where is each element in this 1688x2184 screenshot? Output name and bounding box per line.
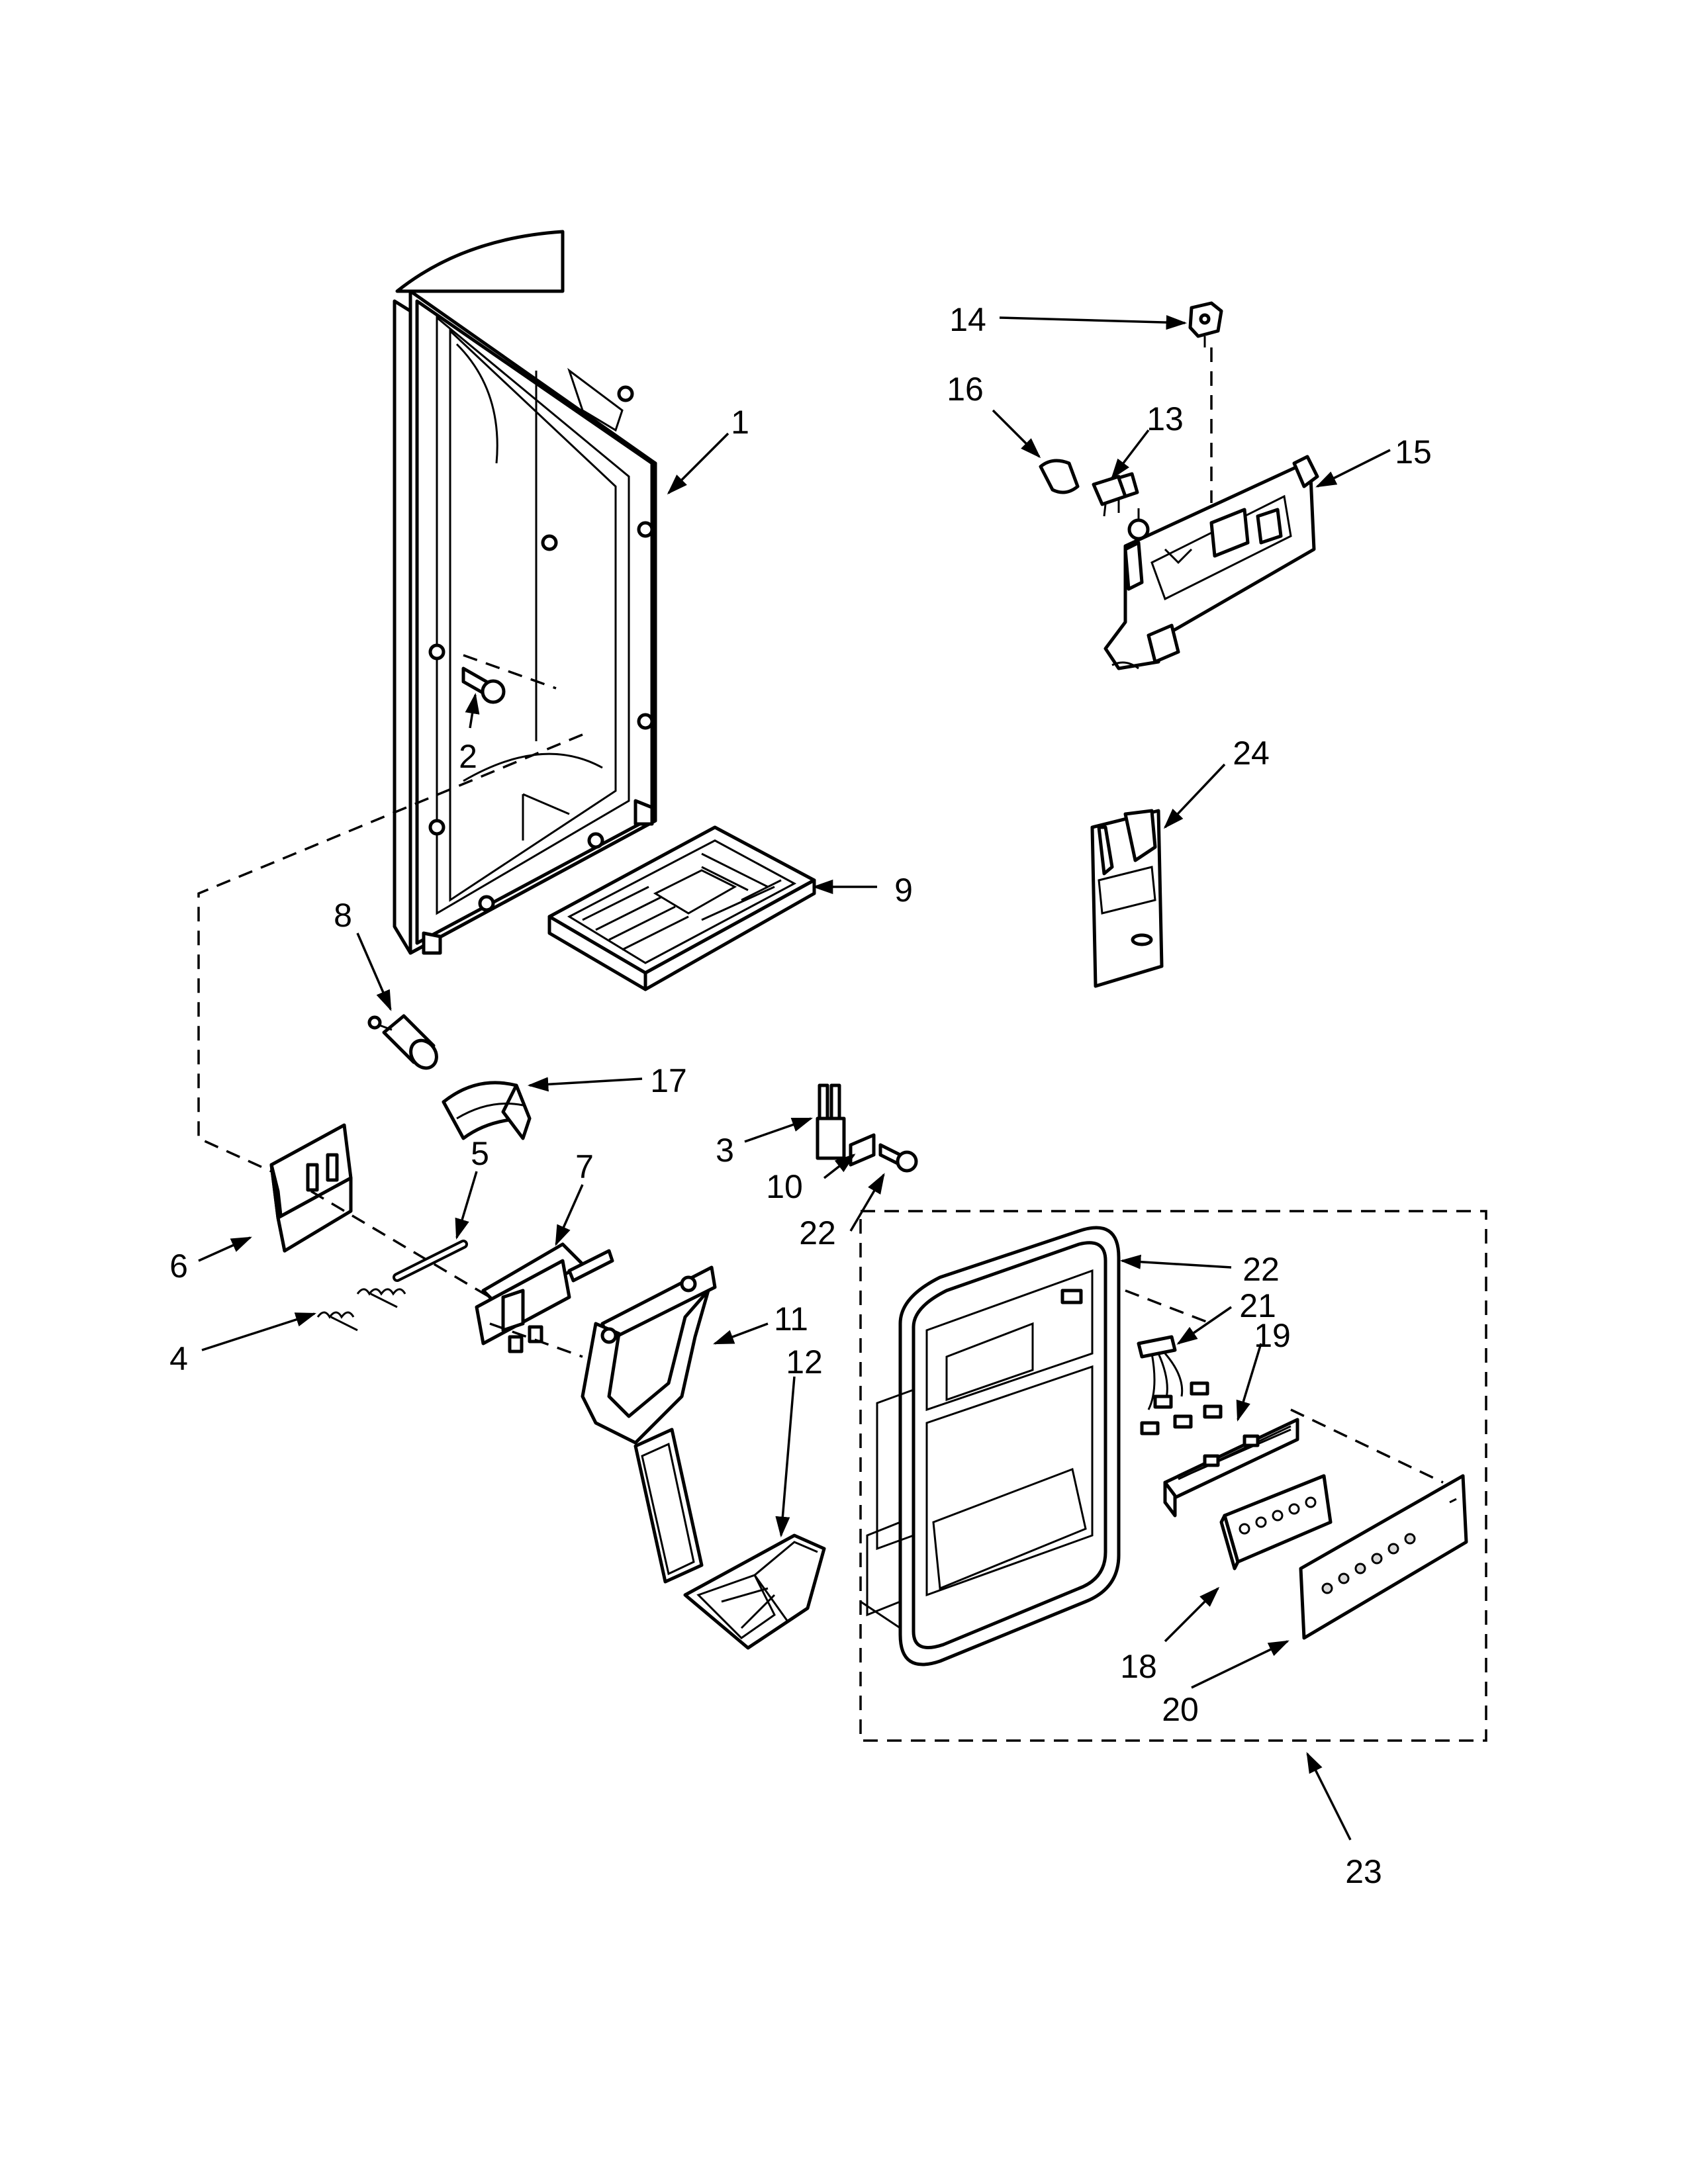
- part-23-assembly-boundary: [859, 1210, 1487, 1742]
- part-24-panel: [1090, 809, 1164, 988]
- callout-22-housing: 22: [1243, 1251, 1280, 1288]
- callout-13: 13: [1147, 400, 1184, 437]
- part-5-pin: [393, 1240, 468, 1282]
- callout-22-screw: 22: [799, 1214, 836, 1251]
- part-18-control-module: [1219, 1474, 1333, 1570]
- callout-20: 20: [1162, 1691, 1199, 1728]
- callout-10: 10: [766, 1168, 803, 1205]
- part-20-front-panel: [1299, 1474, 1468, 1640]
- callout-16: 16: [947, 371, 984, 408]
- part-7-actuator: [475, 1242, 614, 1353]
- dashed-connectors: [197, 347, 1444, 1484]
- callout-24: 24: [1233, 735, 1270, 772]
- callout-5: 5: [471, 1135, 489, 1172]
- callout-17: 17: [650, 1062, 687, 1099]
- part-4-springs: [316, 1288, 406, 1332]
- part-8-solenoid: [367, 1014, 438, 1070]
- callout-8: 8: [334, 897, 352, 934]
- part-6-switch-bracket: [269, 1123, 353, 1253]
- part-13-fitting: [1092, 472, 1139, 517]
- callout-18: 18: [1120, 1648, 1157, 1685]
- callout-21: 21: [1239, 1287, 1276, 1324]
- callout-11: 11: [774, 1300, 808, 1338]
- part-22-dispenser-front-housing: [860, 1226, 1121, 1666]
- callout-12: 12: [786, 1343, 823, 1381]
- callout-labels: 1 2 3 4 5 6 7 8 9 10 11 12 13 14 15 16 1…: [169, 301, 1432, 1890]
- part-11-dispenser-arm: [581, 1265, 717, 1584]
- part-12-ice-chute: [683, 1533, 826, 1650]
- callout-15: 15: [1395, 433, 1432, 471]
- callout-7: 7: [575, 1148, 594, 1185]
- part-2-screw: [461, 666, 506, 704]
- part-10-plate: [849, 1133, 876, 1167]
- part-19-bracket: [1163, 1418, 1299, 1518]
- callout-19: 19: [1254, 1317, 1291, 1354]
- part-14-switch: [1188, 301, 1223, 347]
- callout-23: 23: [1345, 1853, 1382, 1890]
- callout-9: 9: [894, 872, 913, 909]
- part-22-screw-left: [878, 1143, 918, 1173]
- leader-arrows: [198, 315, 1391, 1841]
- part-17-solenoid-cover: [442, 1081, 532, 1140]
- part-21-wire-harness: [1137, 1335, 1223, 1435]
- callout-14: 14: [949, 301, 986, 338]
- callout-3: 3: [716, 1132, 734, 1169]
- part-1-dispenser-housing: [393, 230, 657, 955]
- part-3-clip: [816, 1083, 846, 1160]
- callout-4: 4: [169, 1340, 188, 1377]
- part-16-cap: [1039, 459, 1080, 494]
- part-15-control-bracket: [1103, 455, 1319, 670]
- callout-1: 1: [731, 404, 749, 441]
- callout-2: 2: [459, 738, 477, 775]
- callout-6: 6: [169, 1248, 188, 1285]
